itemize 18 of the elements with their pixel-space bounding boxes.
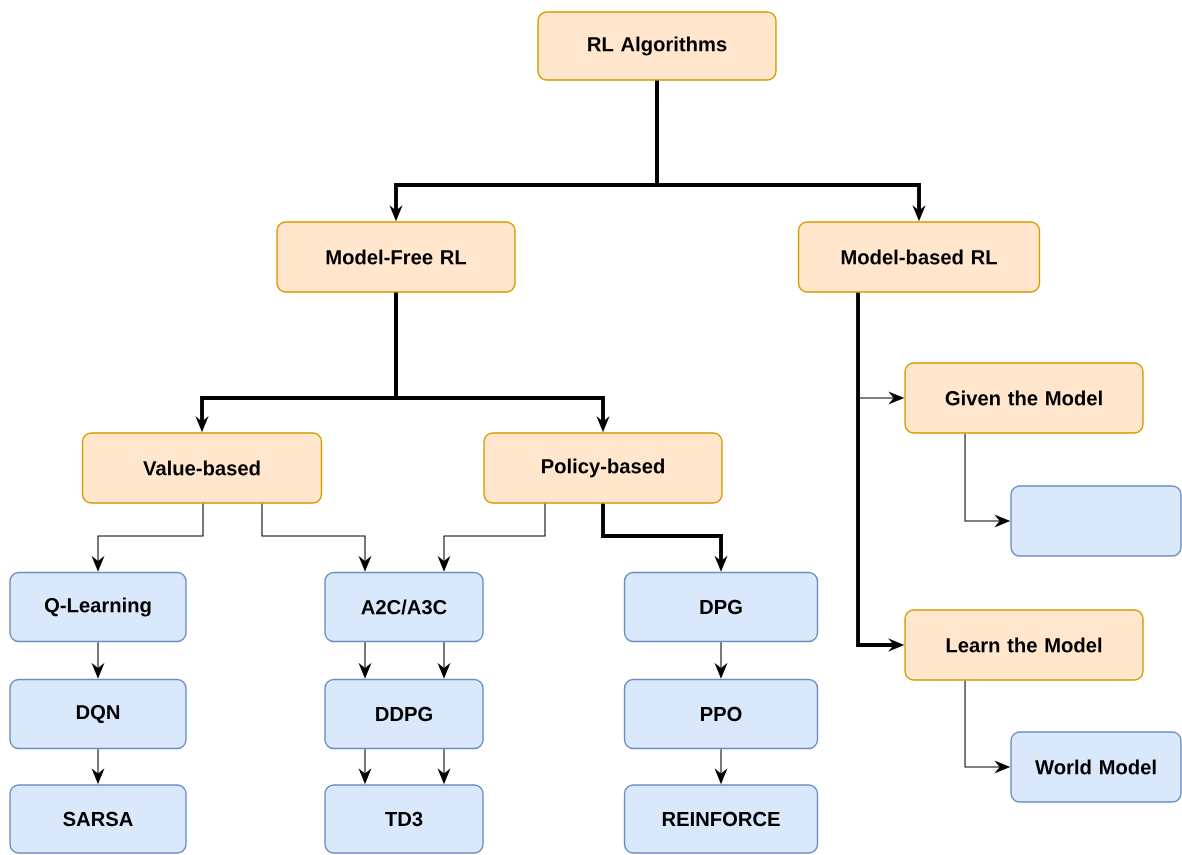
algorithm-box: DPG: [623, 571, 819, 643]
algorithm-box: DDPG: [324, 678, 484, 750]
algorithm-box: TD3: [324, 784, 484, 854]
algorithm-box: SARSA: [9, 784, 187, 854]
algorithm-box: [1010, 485, 1182, 557]
category-box: Given the Model: [904, 362, 1144, 434]
category-box: Policy-based: [483, 432, 723, 504]
category-box: Learn the Model: [904, 609, 1144, 681]
category-box: RL Algorithms: [537, 11, 777, 81]
algorithm-box: Q-Learning: [9, 571, 187, 643]
algorithm-box: PPO: [623, 678, 819, 750]
algorithm-box: DQN: [9, 678, 187, 750]
category-box: Model-Free RL: [276, 221, 516, 293]
category-box: Model-based RL: [797, 221, 1041, 293]
algorithm-box: REINFORCE: [623, 784, 819, 854]
algorithm-box: World Model: [1010, 731, 1182, 803]
category-box: Value-based: [81, 432, 323, 504]
algorithm-box: A2C/A3C: [324, 571, 484, 643]
